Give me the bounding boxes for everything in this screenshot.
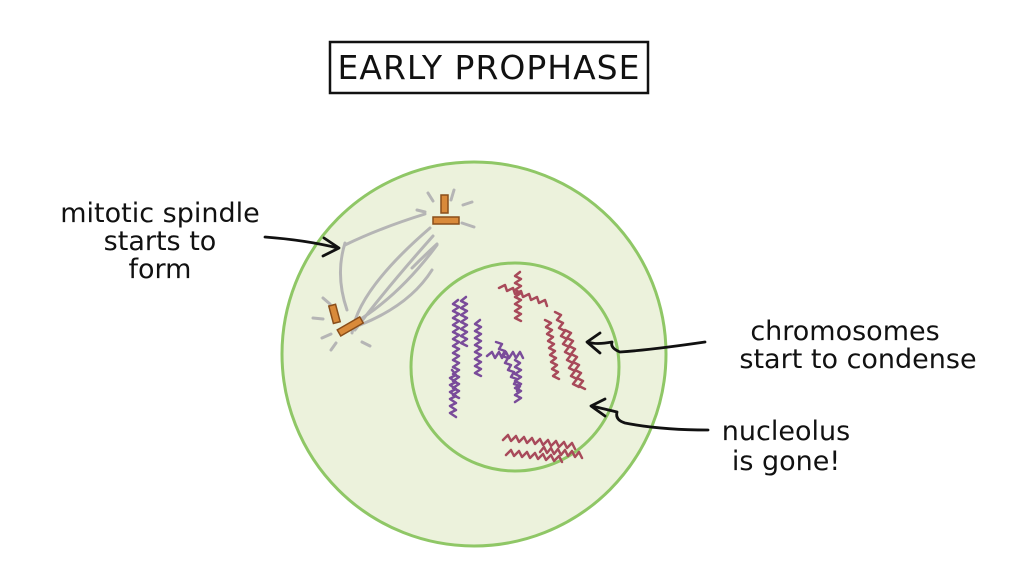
chromosomes xyxy=(448,270,587,464)
spindle-fiber xyxy=(410,242,439,270)
aster-ray xyxy=(461,200,474,207)
aster-ray xyxy=(360,340,372,348)
nucleolus-label-line: nucleolus xyxy=(722,416,850,447)
aster-ray xyxy=(415,208,427,214)
nucleolus-arrow xyxy=(590,404,710,432)
spindle-fiber xyxy=(358,268,434,327)
chromosome-strand xyxy=(504,448,564,464)
chromosome-strand xyxy=(473,318,483,378)
spindle-label-line: starts to xyxy=(104,226,217,257)
arrows xyxy=(263,235,710,432)
aster-ray xyxy=(449,188,456,202)
title-box: EARLY PROPHASE xyxy=(328,40,650,95)
spindle-label-line: mitotic spindle xyxy=(60,198,260,229)
nucleolus-label-line: is gone! xyxy=(732,446,840,477)
spindle-fiber xyxy=(343,212,427,247)
chromosome-strand xyxy=(538,445,584,460)
chromosome-strand xyxy=(459,295,469,348)
chromosome-strand xyxy=(563,328,587,391)
chromosomes-label-line: chromosomes xyxy=(750,316,939,347)
spindle-fiber xyxy=(354,243,439,324)
spindle-arrow xyxy=(263,235,340,250)
aster-ray xyxy=(460,221,476,229)
chromosome-strand xyxy=(485,350,525,360)
chromosome-strand xyxy=(513,270,523,323)
spindle-fiber xyxy=(338,241,349,312)
nucleolus-arrow-head xyxy=(589,397,607,418)
aster-ray xyxy=(311,316,325,321)
nucleolus-label: nucleolus is gone! xyxy=(722,416,850,477)
chromosome-strand xyxy=(497,283,549,308)
aster-ray xyxy=(320,332,333,340)
chromosomes-label: chromosomes start to condense xyxy=(739,316,976,375)
aster-ray xyxy=(426,191,435,203)
chromosomes-label-line: start to condense xyxy=(739,344,976,375)
spindle-label-line: form xyxy=(129,254,192,285)
aster-ray xyxy=(329,341,338,352)
chromosome-strand xyxy=(448,368,458,419)
centrosome-bottom xyxy=(327,303,365,337)
aster-ray xyxy=(321,296,332,306)
chromosome-strand xyxy=(501,433,577,451)
chromosome-strand xyxy=(543,318,561,381)
spindle-arrow-head xyxy=(321,236,341,258)
spindle-label: mitotic spindle starts to form xyxy=(60,198,260,285)
chromosome-strand xyxy=(553,310,581,389)
page-title: EARLY PROPHASE xyxy=(338,48,641,87)
chromosome-strand xyxy=(513,358,523,404)
chromosome-arrow xyxy=(586,340,707,354)
chromosome-arrow-head xyxy=(585,331,602,355)
centrosome-top xyxy=(432,194,460,225)
title-frame xyxy=(328,40,650,95)
